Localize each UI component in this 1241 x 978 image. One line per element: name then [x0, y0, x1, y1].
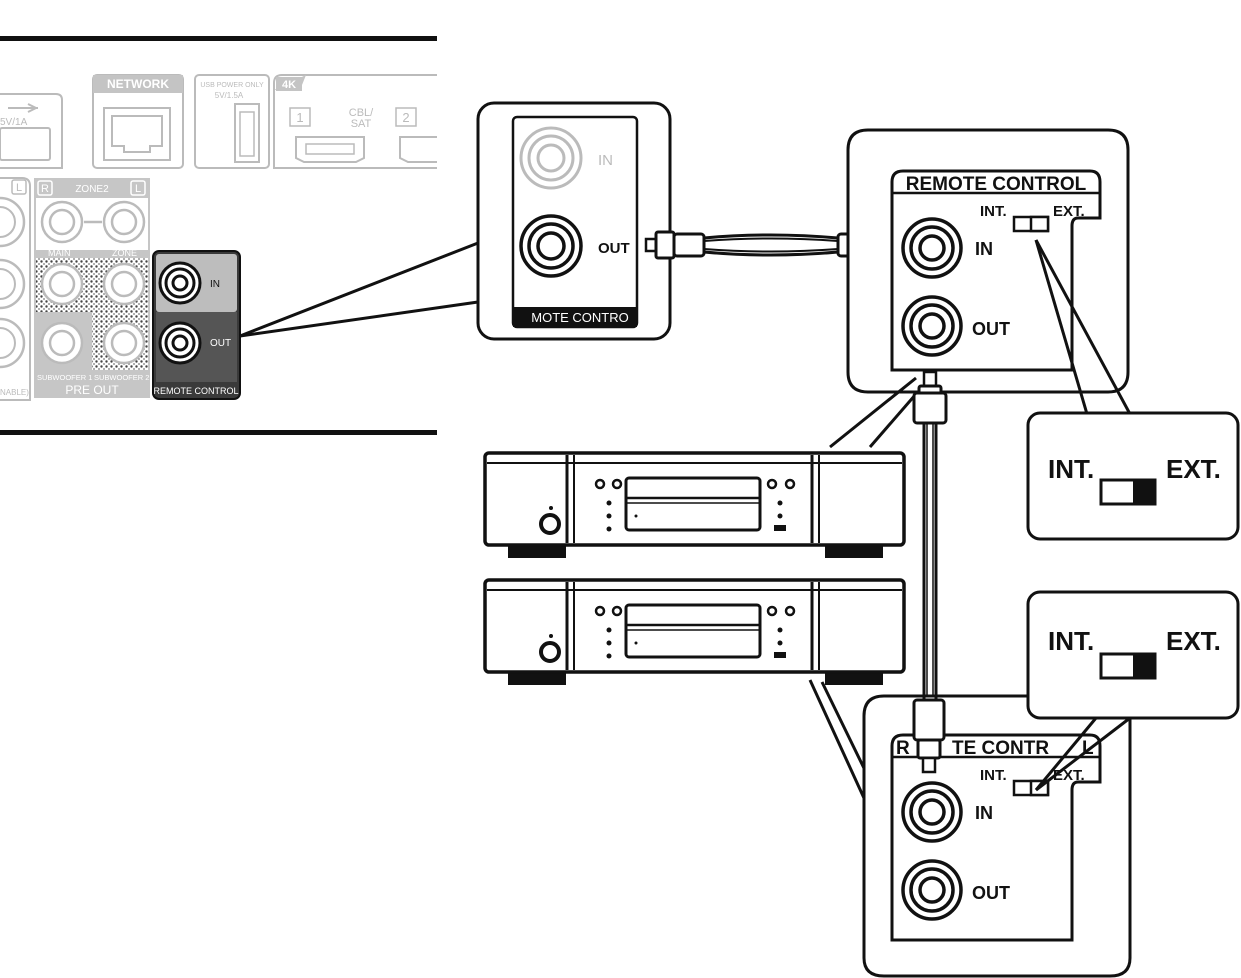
zone2-jacks [40, 200, 146, 244]
device-bottom-out-jack [901, 859, 963, 921]
receiver-rc-in-jack [158, 261, 202, 305]
device-top-out-jack [901, 295, 963, 357]
hdmi-input-2-number: 2 [402, 110, 409, 125]
device-panel-top: REMOTE CONTROL INT. EXT. IN OUT [846, 128, 1130, 394]
zoom-lines-switch-top [1034, 239, 1132, 415]
zoom-out-label: OUT [598, 240, 630, 257]
receiver-rear-panel: 5V/1A NETWORK USB POWER ONLY 5V/1.5A 4K [0, 36, 437, 435]
device-bottom-in-jack [901, 781, 963, 843]
hdmi-input-1-number: 1 [296, 110, 303, 125]
usb-power-only-label: USB POWER ONLY [200, 82, 264, 89]
pre-out-jacks [40, 262, 146, 365]
pre-out-block: R ZONE2 L MAIN ZONE SUBWOOFER 1 SUBWOOFE… [34, 178, 150, 398]
device-bottom-ext-label: EXT. [1053, 767, 1085, 784]
callout-bottom-int-label: INT. [1048, 626, 1094, 656]
device-bottom-rc-title-right: TE CONTR [952, 738, 1049, 759]
device-bottom-int-label: INT. [980, 767, 1007, 784]
zone-label: ZONE [112, 248, 137, 258]
hdmi-4k-label: 4K [282, 79, 296, 91]
player-top [483, 451, 906, 558]
device-top-in-jack [901, 217, 963, 279]
hdmi-input-1-label-line1: CBL/ [349, 107, 374, 119]
hdmi-input-1-label-line2: SAT [351, 118, 372, 130]
switch-callout-bottom: INT. EXT. [1026, 590, 1240, 720]
device-top-switch [1012, 215, 1050, 233]
device-top-ext-label: EXT. [1053, 203, 1085, 220]
usb-power-rating: 5V/1.5A [215, 91, 244, 100]
pre-out-label: PRE OUT [65, 383, 119, 397]
zoom-lines-device-top [829, 376, 918, 449]
callout-bottom-ext-label: EXT. [1166, 626, 1221, 656]
main-label: MAIN [48, 248, 71, 258]
zoom-lines-receiver [239, 241, 479, 338]
usb-left-rating: 5V/1A [0, 117, 28, 128]
receiver-rc-label: REMOTE CONTROL [153, 386, 238, 396]
zoom-lines-switch-bottom [1034, 716, 1131, 792]
subwoofer1-label: SUBWOOFER 1 [37, 373, 92, 382]
network-port: NETWORK [92, 74, 184, 169]
zoom-in-label: IN [598, 152, 613, 169]
device-bottom-in-label: IN [975, 803, 993, 823]
rca-plug-bottom [912, 690, 946, 774]
zone2-label: ZONE2 [75, 184, 109, 195]
receiver-rc-in-label: IN [210, 279, 220, 290]
hdmi-inputs: 4K 1 CBL/ SAT 2 [273, 74, 437, 169]
receiver-rc-out-label: OUT [210, 338, 231, 349]
zoom-panel-label: MOTE CONTRO [531, 310, 629, 325]
zoom-receiver-box: IN OUT MOTE CONTRO [476, 101, 672, 341]
device-top-in-label: IN [975, 239, 993, 259]
callout-top-ext-label: EXT. [1166, 454, 1221, 484]
device-bottom-rc-title-left: R [896, 738, 910, 759]
zoom-in-jack [519, 126, 583, 190]
zoom-out-jack [519, 214, 583, 278]
receiver-rc-out-jack [158, 321, 202, 365]
left-jack-column: L NABLE) [0, 177, 31, 401]
device-bottom-out-label: OUT [972, 883, 1010, 903]
zone2-l-label: L [135, 183, 141, 195]
device-top-int-label: INT. [980, 203, 1007, 220]
usb-icon [8, 103, 39, 113]
usb-port-left [0, 93, 63, 169]
player-bottom [483, 578, 906, 685]
receiver-remote-control-jacks: IN OUT REMOTE CONTROL [152, 250, 241, 400]
network-label: NETWORK [107, 77, 169, 91]
device-panel-bottom: R TE CONTR L INT. EXT. IN OUT [862, 694, 1132, 978]
device-top-out-label: OUT [972, 319, 1010, 339]
left-l-label: L [16, 182, 22, 194]
usb-power-port: USB POWER ONLY 5V/1.5A [194, 74, 270, 169]
device-bottom-switch [1012, 779, 1050, 797]
device-top-rc-title: REMOTE CONTROL [906, 174, 1087, 195]
switch-callout-top: INT. EXT. [1026, 411, 1240, 541]
zone2-r-label: R [41, 183, 49, 195]
subwoofer2-label: SUBWOOFER 2 [94, 373, 149, 382]
callout-top-int-label: INT. [1048, 454, 1094, 484]
enable-fragment-label: NABLE) [0, 388, 29, 397]
